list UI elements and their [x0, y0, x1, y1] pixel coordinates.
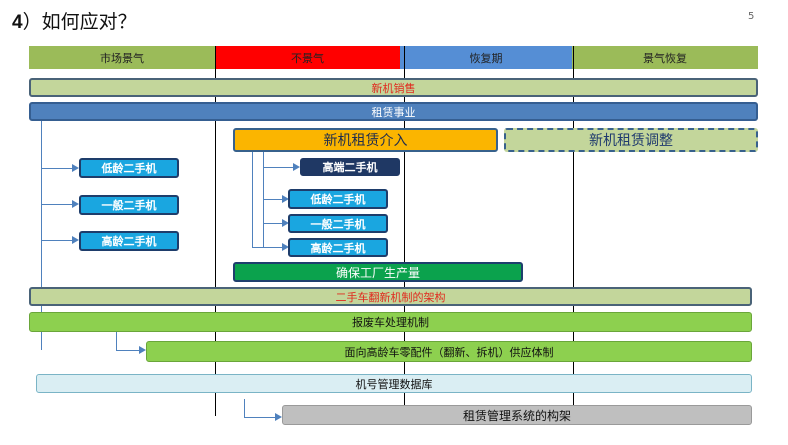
mid-branch-3	[263, 223, 283, 224]
mid-arrow-2	[282, 195, 289, 203]
bar-serial-database: 机号管理数据库	[36, 374, 752, 393]
mid-used-general: 一般二手机	[288, 214, 388, 233]
mid-used-young: 低龄二手机	[288, 189, 388, 209]
phase-boom: 市场景气	[29, 46, 215, 69]
bar-ensure-production: 确保工厂生产量	[233, 262, 523, 282]
left-used-young: 低龄二手机	[79, 158, 179, 178]
parts-connector-h	[116, 350, 140, 351]
phase-recovery: 恢复期	[400, 46, 572, 69]
bar-new-leasing-adjust: 新机租赁调整	[504, 128, 758, 152]
mid-used-premium: 高端二手机	[300, 158, 400, 176]
phase-divider-1	[215, 46, 216, 416]
page-title: 4）如何应对？	[12, 7, 137, 34]
bar-leasing-system: 租赁管理系统的构架	[282, 405, 752, 425]
bar-leasing-business: 租赁事业	[29, 102, 758, 121]
mid-arrow-4	[282, 243, 289, 251]
mid-used-old: 高龄二手机	[288, 238, 388, 257]
mid-branch-1	[263, 167, 293, 168]
left-used-old: 高龄二手机	[79, 231, 179, 251]
mid-arrow-1	[293, 163, 300, 171]
bar-scrap-mechanism: 报废车处理机制	[29, 312, 752, 332]
bar-parts-supply: 面向高龄车零配件（翻新、拆机）供应体制	[146, 341, 752, 362]
left-branch-1	[41, 168, 73, 169]
mid-branch-4	[252, 247, 283, 248]
parts-connector-v	[116, 332, 117, 350]
left-arrow-2	[72, 200, 79, 208]
page-number: 5	[748, 11, 755, 22]
left-used-general: 一般二手机	[79, 195, 179, 215]
mid-tree-trunk-b	[263, 152, 264, 248]
phase-divider-2	[404, 46, 405, 416]
title-text: ）如何应对？	[22, 11, 137, 33]
leasing-connector-h	[244, 417, 276, 418]
phase-boom-recovery: 景气恢复	[572, 46, 758, 69]
left-arrow-3	[72, 236, 79, 244]
left-branch-2	[41, 204, 73, 205]
leasing-connector-v	[244, 399, 245, 417]
left-tree-trunk	[41, 121, 42, 350]
bar-used-to-new-framework: 二手车翻新机制的架构	[29, 287, 752, 306]
phase-recession: 不景气	[215, 46, 400, 69]
parts-arrow	[139, 346, 146, 354]
bar-new-leasing-entry: 新机租赁介入	[233, 128, 498, 152]
mid-branch-2	[263, 199, 283, 200]
left-branch-3	[41, 240, 73, 241]
left-arrow-1	[72, 164, 79, 172]
bar-new-car-sales: 新机销售	[29, 78, 758, 97]
phase-divider-3	[573, 46, 574, 416]
mid-tree-trunk-a	[252, 152, 253, 248]
leasing-arrow	[275, 413, 282, 421]
mid-arrow-3	[282, 219, 289, 227]
title-number: 4	[12, 12, 23, 33]
